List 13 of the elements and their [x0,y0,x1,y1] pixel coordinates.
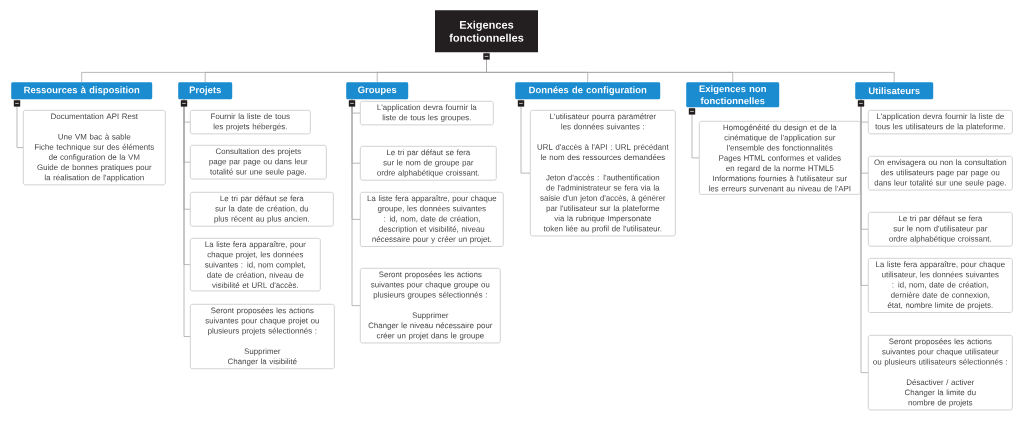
category-header: Utilisateurs [855,82,934,100]
category-header: Projets [178,82,233,100]
connector-line [351,99,361,307]
connector-line [16,99,24,148]
connector-line [520,99,531,174]
connector-line [691,106,700,159]
root-box: Exigences fonctionnelles [435,10,538,53]
category-header: Groupes [346,82,409,100]
connector-line [860,99,869,374]
category-header: Données de configuration [515,82,661,100]
connector-line [183,99,191,337]
category-header: Exigences non fonctionnelles [686,82,780,108]
category-header: Ressources à disposition [11,82,153,100]
